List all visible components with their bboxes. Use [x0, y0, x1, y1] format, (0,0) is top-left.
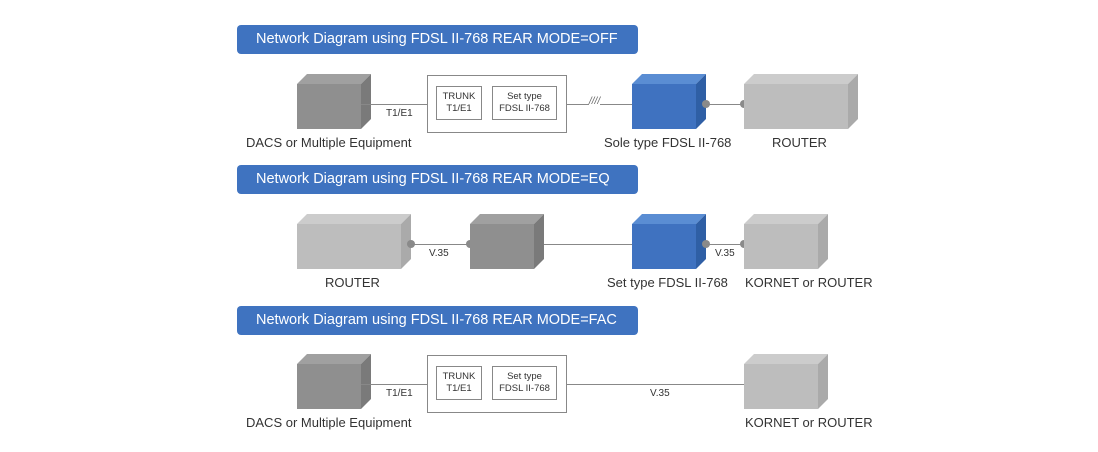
set-type-box: Set type FDSL II-768: [492, 366, 557, 400]
router-device: [744, 74, 858, 129]
cube-top-face: [632, 214, 706, 224]
router-label: ROUTER: [772, 135, 827, 150]
cube-front-face: [744, 224, 818, 269]
cube-side-face: [818, 214, 828, 269]
trunk-label: TRUNK: [442, 371, 476, 382]
cube-front-face: [744, 364, 818, 409]
kornet-router-label: KORNET or ROUTER: [745, 415, 873, 430]
diagram-title-fac: Network Diagram using FDSL II-768 REAR M…: [237, 306, 638, 335]
link-line: [706, 104, 746, 105]
cube-top-face: [297, 74, 371, 84]
link-line: [361, 384, 428, 385]
cube-top-face: [632, 74, 706, 84]
trunk-box: TRUNK T1/E1: [436, 86, 482, 120]
cube-front-face: [297, 84, 361, 129]
trunk-type-label: T1/E1: [446, 103, 472, 114]
cube-front-face: [470, 224, 534, 269]
cube-side-face: [534, 214, 544, 269]
set-type-label: Set type FDSL II-768: [607, 275, 728, 290]
kornet-router-device: [744, 354, 828, 409]
set-type-model-label: FDSL II-768: [499, 383, 550, 394]
cube-top-face: [297, 354, 371, 364]
cube-front-face: [297, 364, 361, 409]
cube-top-face: [470, 214, 544, 224]
kornet-router-label: KORNET or ROUTER: [745, 275, 873, 290]
set-type-box: Set type FDSL II-768: [492, 86, 557, 120]
dacs-equipment-device: [297, 74, 371, 129]
cube-front-face: [744, 84, 848, 129]
set-type-model-label: FDSL II-768: [499, 103, 550, 114]
cube-front-face: [632, 84, 696, 129]
link-line: [361, 104, 428, 105]
dacs-equipment-label: DACS or Multiple Equipment: [246, 135, 412, 150]
modem-device: [470, 214, 544, 269]
diagram-title-off: Network Diagram using FDSL II-768 REAR M…: [237, 25, 638, 54]
sole-type-fdsl-device: [632, 74, 706, 129]
cube-side-face: [401, 214, 411, 269]
v35-link-label: V.35: [650, 388, 670, 399]
v35-link-label: V.35: [715, 248, 735, 259]
set-type-label: Set type: [507, 91, 542, 102]
sole-type-label: Sole type FDSL II-768: [604, 135, 732, 150]
cube-front-face: [297, 224, 401, 269]
t1e1-link-label: T1/E1: [386, 108, 413, 119]
trunk-label: TRUNK: [442, 91, 476, 102]
v35-link-label: V.35: [429, 248, 449, 259]
link-line: [706, 244, 746, 245]
cube-top-face: [744, 74, 858, 84]
cube-top-face: [744, 354, 828, 364]
line-break-symbol: ////: [589, 96, 601, 107]
cube-side-face: [848, 74, 858, 129]
dacs-equipment-device: [297, 354, 371, 409]
cube-side-face: [818, 354, 828, 409]
trunk-type-label: T1/E1: [446, 383, 472, 394]
cube-side-face: [361, 74, 371, 129]
router-device: [297, 214, 411, 269]
cube-top-face: [297, 214, 411, 224]
kornet-router-device: [744, 214, 828, 269]
cube-side-face: [696, 214, 706, 269]
cube-side-face: [696, 74, 706, 129]
cube-side-face: [361, 354, 371, 409]
link-line: [544, 244, 634, 245]
cube-top-face: [744, 214, 828, 224]
set-type-label: Set type: [507, 371, 542, 382]
dacs-equipment-label: DACS or Multiple Equipment: [246, 415, 412, 430]
trunk-box: TRUNK T1/E1: [436, 366, 482, 400]
diagram-title-eq: Network Diagram using FDSL II-768 REAR M…: [237, 165, 638, 194]
set-type-fdsl-device: [632, 214, 706, 269]
link-line: [411, 244, 471, 245]
cube-front-face: [632, 224, 696, 269]
t1e1-link-label: T1/E1: [386, 388, 413, 399]
link-line: [566, 384, 746, 385]
router-label: ROUTER: [325, 275, 380, 290]
